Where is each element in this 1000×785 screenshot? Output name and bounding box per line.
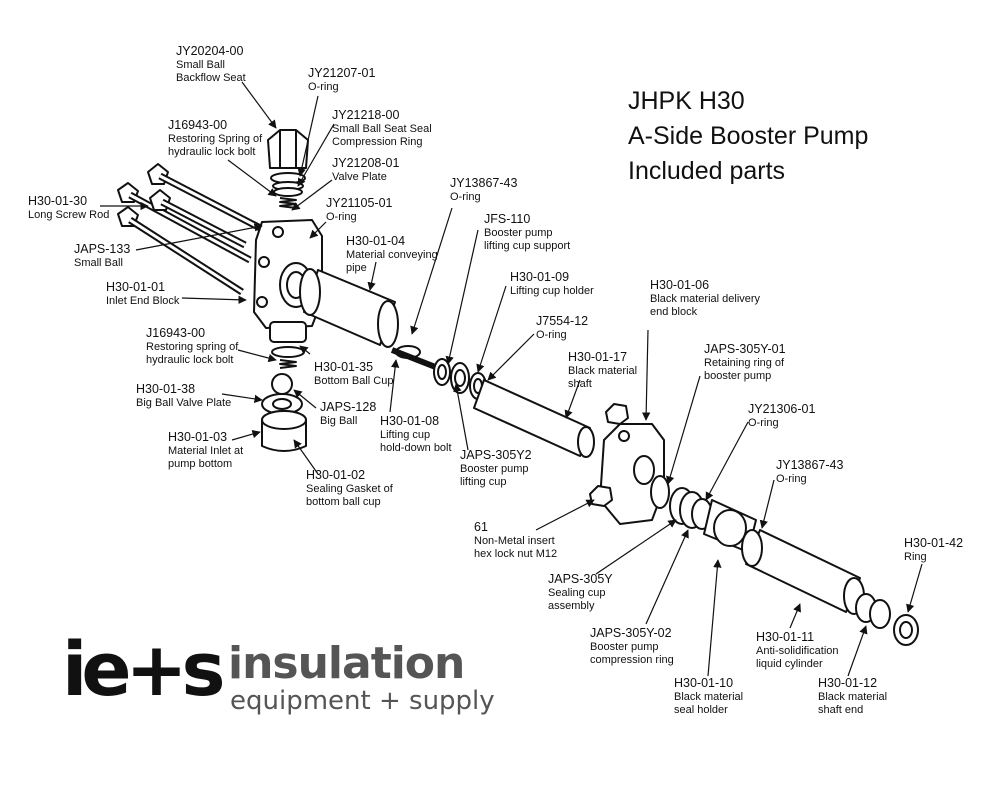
label-h300101: H30-01-01 Inlet End Block <box>106 280 180 307</box>
bottom-ball-cup <box>261 346 307 452</box>
label-h300102: H30-01-02 Sealing Gasket of bottom ball … <box>306 468 393 508</box>
label-jy21208: JY21208-01 Valve Plate <box>332 156 400 183</box>
material-conveying-pipe <box>299 268 421 359</box>
label-h300138: H30-01-38 Big Ball Valve Plate <box>136 382 232 409</box>
label-h300109: H30-01-09 Lifting cup holder <box>510 270 594 297</box>
long-screw-rod <box>117 163 270 295</box>
label-japs305y01: JAPS-305Y-01 Retaining ring of booster p… <box>704 342 786 382</box>
label-jy13867-lower: JY13867-43 O-ring <box>776 458 844 485</box>
title-assembly: A-Side Booster Pump <box>628 122 869 150</box>
label-h300110: H30-01-10 Black material seal holder <box>674 676 744 716</box>
label-h300106: H30-01-06 Black material delivery end bl… <box>650 278 761 318</box>
label-japs305y: JAPS-305Y Sealing cup assembly <box>548 572 613 612</box>
label-61: 61 Non-Metal insert hex lock nut M12 <box>474 520 558 560</box>
label-japs305y02: JAPS-305Y-02 Booster pump compression ri… <box>590 626 674 666</box>
label-japs133: JAPS-133 Small Ball <box>74 242 131 269</box>
lifting-cup-parts <box>390 347 487 400</box>
label-jy21207: JY21207-01 O-ring <box>308 66 376 93</box>
label-j16943-lower: J16943-00 Restoring spring of hydraulic … <box>146 326 239 366</box>
black-material-shaft <box>473 379 595 458</box>
label-h300112: H30-01-12 Black material shaft end <box>818 676 888 716</box>
label-h300108: H30-01-08 Lifting cup hold-down bolt <box>380 414 452 454</box>
delivery-end-block <box>589 403 670 525</box>
backflow-seat-stack <box>267 129 309 209</box>
label-h300104: H30-01-04 Material conveying pipe <box>346 234 438 274</box>
title-subtitle: Included parts <box>628 157 786 185</box>
label-h300130: H30-01-30 Long Screw Rod <box>28 194 110 221</box>
anti-solidification-cylinder <box>741 529 865 615</box>
leader-arrows <box>100 81 923 677</box>
label-j7554: J7554-12 O-ring <box>536 314 589 341</box>
logo-wordmark: insulation <box>228 638 465 689</box>
label-jy21306: JY21306-01 O-ring <box>748 402 816 429</box>
label-j16943-top: J16943-00 Restoring Spring of hydraulic … <box>168 118 263 158</box>
title-model: JHPK H30 <box>628 87 745 115</box>
label-h300142: H30-01-42 Ring <box>904 536 964 563</box>
label-h300103: H30-01-03 Material Inlet at pump bottom <box>168 430 244 470</box>
label-jy21105: JY21105-01 O-ring <box>326 196 393 223</box>
logo-mark: ie+s <box>62 627 226 713</box>
label-jy20204: JY20204-00 Small Ball Backflow Seat <box>176 44 246 84</box>
label-h300135: H30-01-35 Bottom Ball Cup <box>314 360 394 387</box>
label-japs128: JAPS-128 Big Ball <box>320 400 377 427</box>
label-jfs110: JFS-110 Booster pump lifting cup support <box>484 212 571 252</box>
label-japs305y2: JAPS-305Y2 Booster pump lifting cup <box>460 448 532 488</box>
label-jy13867-upper: JY13867-43 O-ring <box>450 176 518 203</box>
label-jy21218: JY21218-00 Small Ball Seat Seal Compress… <box>332 108 432 148</box>
logo-tagline: equipment + supply <box>230 686 495 716</box>
label-h300117: H30-01-17 Black material shaft <box>568 350 638 390</box>
label-h300111: H30-01-11 Anti-solidification liquid cyl… <box>756 630 839 670</box>
shaft-end-and-ring <box>855 593 919 646</box>
diagram-title: JHPK H30 A-Side Booster Pump Included pa… <box>628 84 868 189</box>
